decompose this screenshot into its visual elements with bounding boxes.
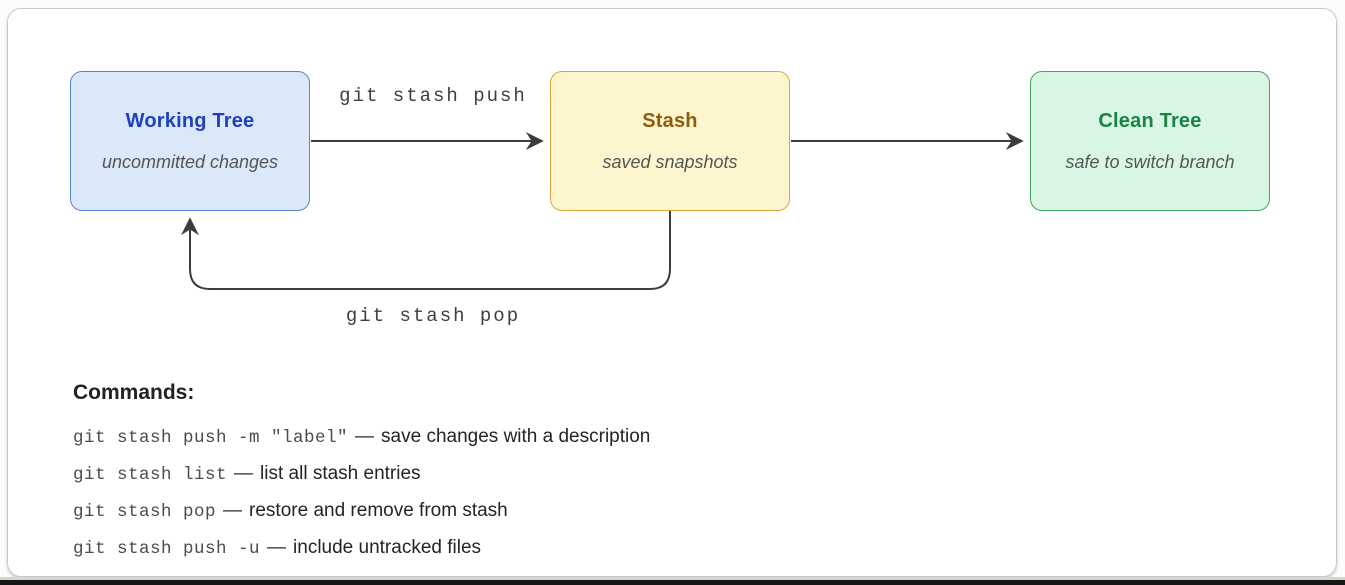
command-code: git stash list [73,465,228,485]
command-code: git stash push -m "label" [73,428,349,448]
node-working-tree-subtitle: uncommitted changes [101,151,279,172]
command-description: restore and remove from stash [249,500,508,521]
command-row: git stash list — list all stash entries [73,463,650,485]
command-separator: — [223,500,243,521]
command-description: save changes with a description [381,426,651,447]
command-separator: — [267,537,287,558]
node-clean-tree: Clean Tree safe to switch branch [1030,71,1270,211]
diagram-card: Working Tree uncommitted changes Stash s… [7,8,1337,577]
command-code: git stash push -u [73,539,261,559]
edge-label-pop: git stash pop [345,305,521,327]
node-working-tree-title: Working Tree [125,109,255,132]
command-row: git stash push -u — include untracked file… [73,537,650,559]
card-bottom-shadow [0,577,1345,580]
commands-section: Commands: git stash push -m "label" — save… [73,381,650,574]
node-stash-title: Stash [642,109,698,132]
command-row: git stash pop — restore and remove from st… [73,500,650,522]
flow-arrows-svg [181,132,1024,290]
command-separator: — [234,463,254,484]
commands-heading: Commands: [73,381,195,404]
node-clean-tree-title: Clean Tree [1098,109,1202,132]
edge-pop-arrow [181,211,671,290]
command-separator: — [355,426,375,447]
command-description: list all stash entries [260,463,421,484]
command-row: git stash push -m "label" — save changes w… [73,426,650,448]
node-stash: Stash saved snapshots [550,71,790,211]
node-stash-subtitle: saved snapshots [602,151,738,172]
screen-bottom-bar [0,580,1345,585]
node-clean-tree-subtitle: safe to switch branch [1065,151,1235,172]
edge-label-push: git stash push [339,85,527,107]
node-working-tree: Working Tree uncommitted changes [70,71,310,211]
command-description: include untracked files [293,537,482,558]
command-code: git stash pop [73,502,217,522]
